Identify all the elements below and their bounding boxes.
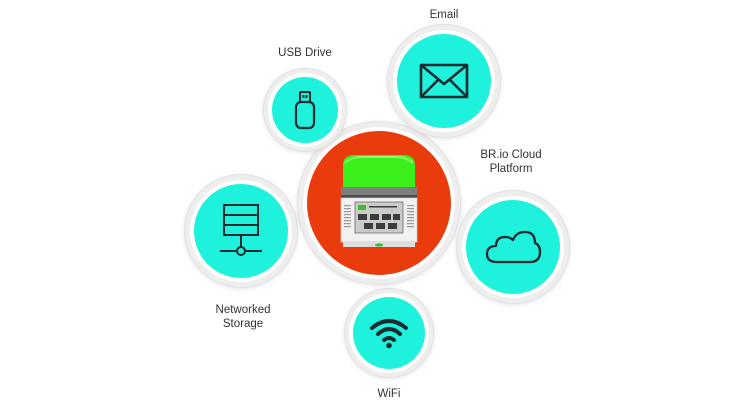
storage-label-line1: Networked [215, 304, 271, 316]
usb-drive-icon [294, 91, 316, 130]
storage-node [184, 174, 298, 288]
center-node [297, 121, 461, 285]
center-disc [307, 131, 451, 275]
device-illustration [340, 155, 418, 247]
storage-label-line2: Storage [222, 318, 264, 330]
wifi-icon [370, 319, 408, 349]
wifi-node [344, 288, 434, 378]
cloud-label-line2: Platform [489, 163, 533, 175]
usb-label: USB Drive [278, 47, 332, 59]
usb-node [263, 68, 347, 152]
storage-label: Networked Storage [198, 303, 288, 331]
cloud-icon [485, 230, 542, 264]
server-icon [220, 204, 262, 256]
cloud-node [456, 190, 570, 304]
wifi-label: WiFi [377, 388, 401, 400]
email-node [387, 24, 501, 138]
email-label: Email [429, 9, 459, 21]
cloud-label: BR.io Cloud Platform [466, 148, 556, 176]
cloud-label-line1: BR.io Cloud [480, 149, 542, 161]
envelope-icon [419, 63, 469, 99]
